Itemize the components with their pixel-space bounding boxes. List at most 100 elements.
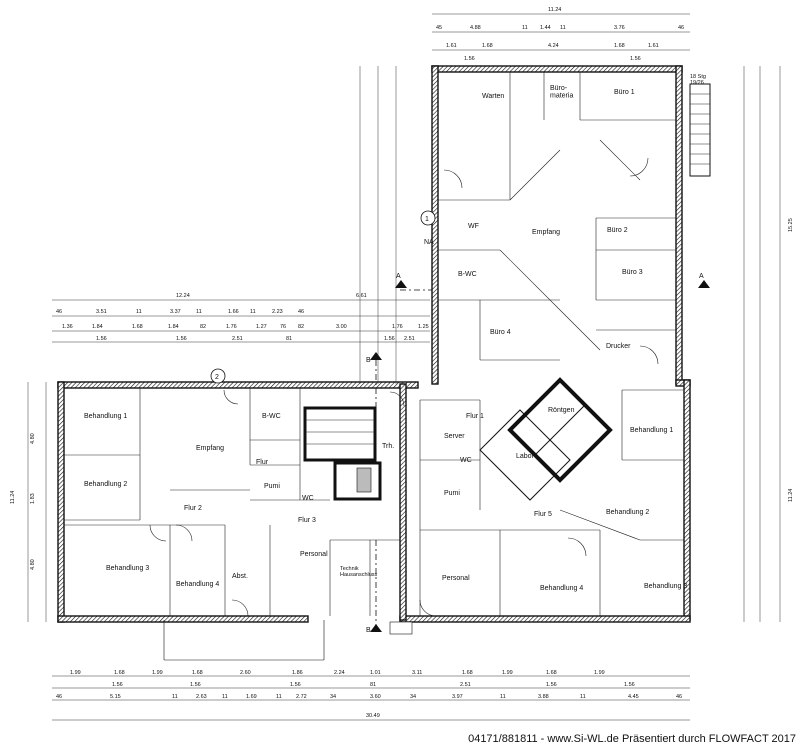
svg-text:3.51: 3.51: [96, 309, 107, 315]
svg-text:1.25: 1.25: [418, 324, 429, 330]
room-labor: Labor: [516, 453, 535, 460]
room-personal-right: Personal: [442, 575, 470, 582]
room-wc-right: WC: [460, 457, 472, 464]
svg-text:11: 11: [196, 309, 202, 315]
svg-text:1.68: 1.68: [132, 324, 143, 330]
section-markers: [163, 210, 710, 661]
dim-top-row1: 45 4.88 11 1.44 11 3.76 46: [436, 25, 684, 31]
room-behandlung3-right: Behandlung 3: [644, 583, 687, 590]
room-flur3: Flur 3: [298, 517, 316, 524]
room-wf: WF: [468, 223, 479, 230]
svg-text:5.15: 5.15: [110, 694, 121, 700]
dim-bottom-row3: 46 5.15 11 2.63 11 1.69 11 2.72 34 3.60 …: [56, 694, 682, 700]
room-behandlung2-right: Behandlung 2: [606, 509, 649, 516]
section-label-a-right: A: [699, 273, 704, 280]
dim-bottom-total: 30.49: [366, 713, 380, 719]
room-buero4: Büro 4: [490, 329, 511, 336]
room-trh: Trh.: [382, 443, 394, 450]
dim-mid-row2: 1.36 1.84 1.68 1.84 82 1.76 1.27 76 82 3…: [62, 324, 429, 330]
room-empfang-left: Empfang: [196, 445, 224, 452]
dim-top-row3: 1.56 1.56: [464, 56, 641, 62]
svg-text:11: 11: [250, 309, 256, 315]
svg-text:82: 82: [298, 324, 304, 330]
room-buero3: Büro 3: [622, 269, 643, 276]
svg-text:2.51: 2.51: [460, 682, 471, 688]
dim-left-total: 11.24: [10, 491, 16, 504]
room-buero2: Büro 2: [607, 227, 628, 234]
svg-text:46: 46: [298, 309, 304, 315]
svg-text:3.76: 3.76: [614, 25, 625, 31]
right-interior-walls: [419, 72, 684, 616]
svg-text:1.66: 1.66: [228, 309, 239, 315]
svg-text:3.00: 3.00: [336, 324, 347, 330]
svg-text:1.56: 1.56: [546, 682, 557, 688]
room-behandlung1-right: Behandlung 1: [630, 427, 673, 434]
svg-text:2.63: 2.63: [196, 694, 207, 700]
svg-text:1.68: 1.68: [114, 670, 125, 676]
room-server: Server: [444, 433, 465, 440]
svg-text:1.56: 1.56: [96, 336, 107, 342]
svg-text:2.72: 2.72: [296, 694, 307, 700]
dim-top-total: 11.24: [548, 7, 561, 13]
room-behandlung1-left: Behandlung 1: [84, 413, 127, 420]
room-drucker: Drucker: [606, 343, 631, 350]
svg-text:2.51: 2.51: [232, 336, 243, 342]
svg-text:46: 46: [56, 694, 62, 700]
svg-text:11: 11: [172, 694, 178, 700]
svg-text:1.56: 1.56: [624, 682, 635, 688]
room-abst: Abst.: [232, 573, 248, 580]
svg-text:1.99: 1.99: [152, 670, 163, 676]
svg-text:11: 11: [580, 694, 586, 700]
svg-text:1.86: 1.86: [292, 670, 303, 676]
svg-text:11: 11: [522, 25, 528, 31]
dim-left-part-0: 4.80: [30, 433, 36, 444]
room-flur1: Flur 1: [466, 413, 484, 420]
svg-text:2.51: 2.51: [404, 336, 415, 342]
svg-text:4.45: 4.45: [628, 694, 639, 700]
svg-text:11: 11: [222, 694, 228, 700]
svg-text:11: 11: [500, 694, 506, 700]
exterior-stair: [689, 83, 711, 177]
dim-bottom-row2: 1.56 1.56 1.56 81 2.51 1.56 1.56: [112, 682, 635, 688]
room-flur-left-small: Flur: [256, 459, 269, 466]
svg-text:2.24: 2.24: [334, 670, 345, 676]
dim-right-total: 15.25: [788, 218, 794, 232]
svg-text:46: 46: [676, 694, 682, 700]
svg-text:1.68: 1.68: [546, 670, 557, 676]
svg-text:2.60: 2.60: [240, 670, 251, 676]
room-flur2: Flur 2: [184, 505, 202, 512]
room-bwc-left: B-WC: [262, 413, 281, 420]
svg-text:4.24: 4.24: [548, 43, 559, 49]
svg-text:46: 46: [678, 25, 684, 31]
dim-top-row2: 1.61 1.68 4.24 1.68 1.61: [446, 43, 659, 49]
svg-text:2.23: 2.23: [272, 309, 283, 315]
svg-text:1.68: 1.68: [192, 670, 203, 676]
footer-credit: 04171/881811 - www.Si-WL.de Präsentiert …: [468, 733, 796, 745]
staircase-core: [303, 406, 382, 501]
room-empfang-right: Empfang: [532, 229, 560, 236]
svg-text:3.60: 3.60: [370, 694, 381, 700]
svg-text:1.61: 1.61: [446, 43, 457, 49]
room-behandlung4-left: Behandlung 4: [176, 581, 219, 588]
svg-text:45: 45: [436, 25, 442, 31]
door-swings: [149, 157, 659, 617]
room-warten: Warten: [482, 93, 504, 100]
svg-text:1.56: 1.56: [190, 682, 201, 688]
room-na: NA: [424, 239, 434, 246]
dim-mid-total: 12.24: [176, 293, 190, 299]
dimension-lines: [27, 13, 781, 721]
svg-text:1.36: 1.36: [62, 324, 73, 330]
svg-text:4.88: 4.88: [470, 25, 481, 31]
section-label-b-bottom: B: [366, 627, 371, 634]
svg-text:1.56: 1.56: [464, 56, 475, 62]
svg-text:34: 34: [410, 694, 416, 700]
room-behandlung2-left: Behandlung 2: [84, 481, 127, 488]
room-bueromaterial: Büro-materia: [550, 85, 573, 100]
dim-mid-label: 6.61: [356, 293, 367, 299]
svg-text:3.11: 3.11: [412, 670, 422, 676]
room-wc-left: WC: [302, 495, 314, 502]
svg-text:1.99: 1.99: [70, 670, 81, 676]
svg-text:1.01: 1.01: [370, 670, 381, 676]
svg-text:11: 11: [560, 25, 566, 31]
